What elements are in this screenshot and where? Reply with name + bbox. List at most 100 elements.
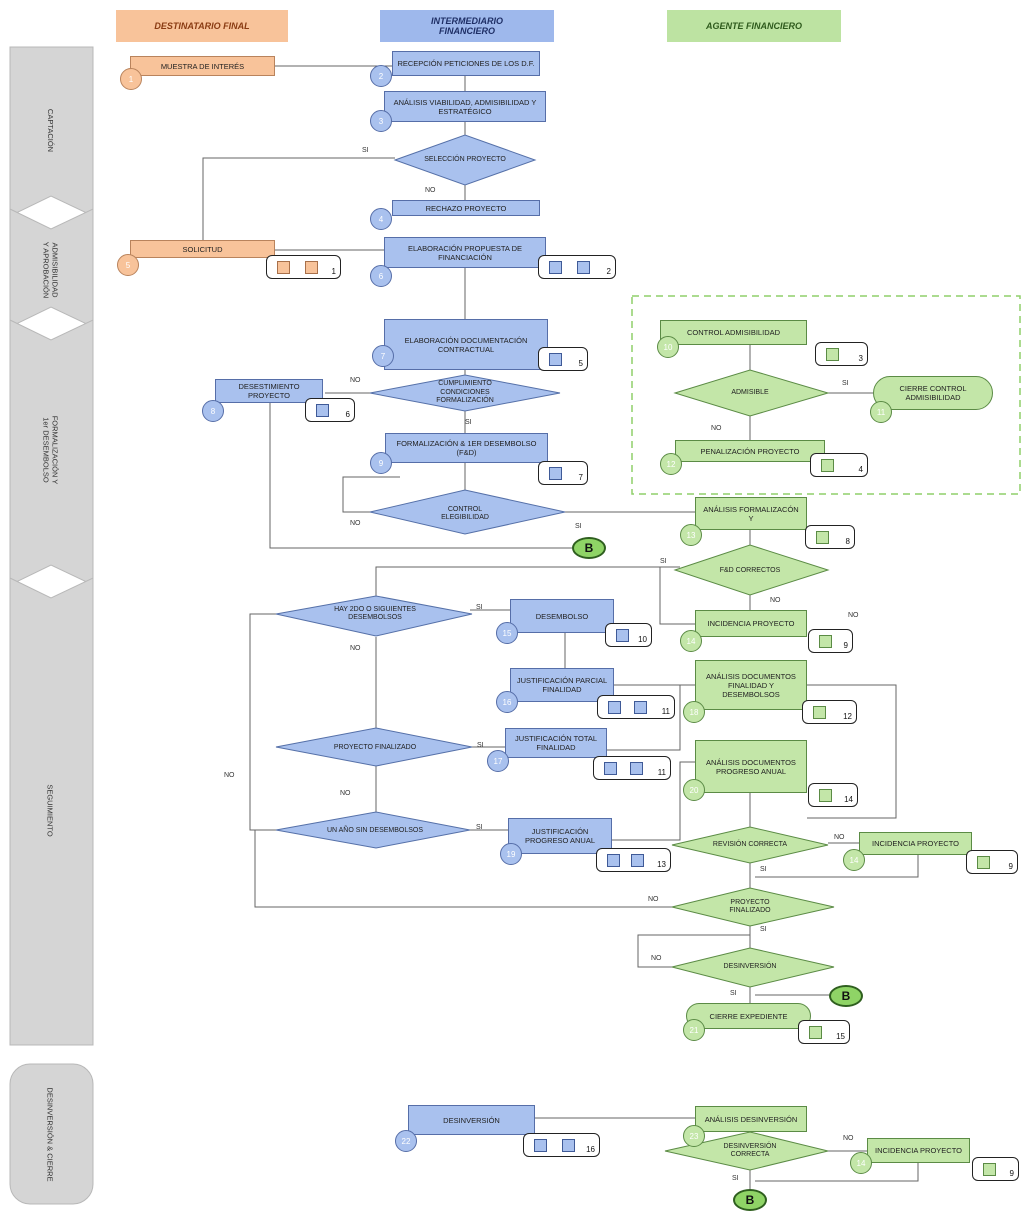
step-13-analisis-formalizacion: ANÁLISIS FORMALIZACÓN Y	[695, 497, 807, 530]
decision-desinversion-label: DESINVERSIÓN	[723, 962, 777, 970]
step-5-solicitud: SOLICITUD	[130, 240, 275, 258]
document-icon	[809, 1026, 822, 1039]
decision-seleccion-proyecto	[393, 134, 537, 186]
decision-proyecto-finalizado-left-label: PROYECTO FINALIZADO	[333, 743, 417, 751]
document-icon	[813, 706, 826, 719]
step-15-desembolso: DESEMBOLSO	[510, 599, 614, 633]
lane-header-agente: AGENTE FINANCIERO	[667, 10, 841, 42]
step-1-muestra-interes: MUESTRA DE INTERÉS	[130, 56, 275, 76]
step-number-18: 18	[683, 701, 705, 723]
lane-header-intermediario-line2: FINANCIERO	[439, 26, 495, 36]
flag-no: NO	[350, 520, 361, 527]
step-number-12: 12	[660, 453, 682, 475]
step-number-2: 2	[370, 65, 392, 87]
decision-diamonds-green	[664, 369, 835, 1171]
connector-lines	[130, 65, 919, 1189]
document-box-9: 9	[808, 629, 853, 653]
step-2-recepcion-peticiones: RECEPCIÓN PETICIONES DE LOS D.F.	[392, 51, 540, 76]
step-number-8: 8	[202, 400, 224, 422]
document-number: 1	[331, 267, 336, 276]
flag-no: NO	[843, 1135, 854, 1142]
decision-hay-2do-label: HAY 2DO O SIGUIENTES DESEMBOLSOS	[334, 605, 416, 622]
step-19-justificacion-progreso: JUSTIFICACIÓN PROGRESO ANUAL	[508, 818, 612, 854]
flag-si: SI	[476, 604, 483, 611]
document-icon	[616, 629, 629, 642]
step-21-cierre-expediente: CIERRE EXPEDIENTE	[686, 1003, 811, 1029]
document-icon	[821, 459, 834, 472]
terminal-b: B	[829, 985, 863, 1007]
step-number-3: 3	[370, 110, 392, 132]
document-box-9c: 9	[972, 1157, 1019, 1181]
admisibilidad-control-group	[631, 295, 1021, 495]
document-number: 3	[858, 354, 863, 363]
document-icon	[826, 348, 839, 361]
step-7-documentacion-contractual: ELABORACIÓN DOCUMENTACIÓN CONTRACTUAL	[384, 319, 548, 370]
document-number: 14	[844, 795, 853, 804]
flag-no: NO	[770, 597, 781, 604]
stage-desinversion-label: DESINVERSIÓN & CIERRE	[46, 1086, 55, 1182]
terminal-b: B	[572, 537, 606, 559]
document-number: 4	[858, 465, 863, 474]
document-box-3: 3	[815, 342, 868, 366]
step-22-desinversion: DESINVERSIÓN	[408, 1105, 535, 1135]
document-icon	[305, 261, 318, 274]
document-box-9b: 9	[966, 850, 1018, 874]
decision-fd-correctos	[673, 544, 830, 596]
document-box-10: 10	[605, 623, 652, 647]
stage-admisibilidad-line2: Y APROBACIÓN	[41, 241, 51, 299]
document-icon	[577, 261, 590, 274]
step-3-analisis-viabilidad: ANÁLISIS VIABILIDAD, ADMISIBILIDAD Y EST…	[384, 91, 546, 122]
decision-desinversion	[671, 947, 835, 988]
document-number: 9	[1009, 1169, 1014, 1178]
step-12-penalizacion-proyecto: PENALIZACIÓN PROYECTO	[675, 440, 825, 462]
document-box-16: 16	[523, 1133, 600, 1157]
step-number-14-b: 14	[843, 849, 865, 871]
stage-formalizacion-line1: FORMALIZACIÓN Y	[50, 415, 60, 485]
document-box-2: 2	[538, 255, 616, 279]
flag-si: SI	[660, 558, 667, 565]
document-number: 11	[661, 707, 670, 716]
document-icon	[630, 762, 643, 775]
flag-no: NO	[834, 834, 845, 841]
document-box-11a: 11	[597, 695, 675, 719]
flag-no: NO	[340, 790, 351, 797]
stage-captacion: CAPTACIÓN	[8, 60, 93, 200]
flag-si: SI	[362, 147, 369, 154]
stage-block-desinversion	[9, 1063, 94, 1205]
decision-cumplimiento-label: CUMPLIMIENTO CONDICIONES FORMALIZACIÓN	[436, 380, 494, 405]
decision-seleccion-label: SELECCIÓN PROYECTO	[424, 155, 506, 163]
decision-diamonds	[275, 134, 566, 849]
lane-header-intermediario-line1: INTERMEDIARIO	[431, 16, 503, 26]
step-14-incidencia-proyecto-b: INCIDENCIA PROYECTO	[859, 832, 972, 855]
document-icon	[819, 635, 832, 648]
document-number: 13	[657, 860, 666, 869]
step-number-14-c: 14	[850, 1152, 872, 1174]
document-icon	[549, 261, 562, 274]
document-icon	[562, 1139, 575, 1152]
stage-chevron-captacion	[9, 46, 94, 217]
decision-desinversion-correcta-label: DESINVERSIÓN CORRECTA	[723, 1142, 777, 1159]
flag-si: SI	[760, 926, 767, 933]
step-23-analisis-desinversion: ANÁLISIS DESINVERSIÓN	[695, 1106, 807, 1132]
step-number-13: 13	[680, 524, 702, 546]
stage-seguimiento-label: SEGUIMIENTO	[46, 783, 55, 837]
flag-no: NO	[651, 955, 662, 962]
document-icon	[816, 531, 829, 544]
document-box-5: 5	[538, 347, 588, 371]
document-number: 16	[586, 1145, 595, 1154]
step-number-11: 11	[870, 401, 892, 423]
document-icon	[631, 854, 644, 867]
step-11-cierre-control: CIERRE CONTROL ADMISIBILIDAD	[873, 376, 993, 410]
step-16-justificacion-parcial: JUSTIFICACIÓN PARCIAL FINALIDAD	[510, 668, 614, 702]
document-number: 5	[578, 359, 583, 368]
document-icon	[977, 856, 990, 869]
stage-seguimiento: SEGUIMIENTO	[8, 740, 93, 880]
document-number: 7	[578, 473, 583, 482]
decision-proyecto-finalizado-right-label: PROYECTO FINALIZADO	[729, 898, 771, 915]
step-number-22: 22	[395, 1130, 417, 1152]
step-6-propuesta-financiacion: ELABORACIÓN PROPUESTA DE FINANCIACIÓN	[384, 237, 546, 268]
step-number-4: 4	[370, 208, 392, 230]
decision-fd-label: F&D CORRECTOS	[719, 566, 781, 574]
lane-header-destinatario: DESTINATARIO FINAL	[116, 10, 288, 42]
flag-no: NO	[711, 425, 722, 432]
